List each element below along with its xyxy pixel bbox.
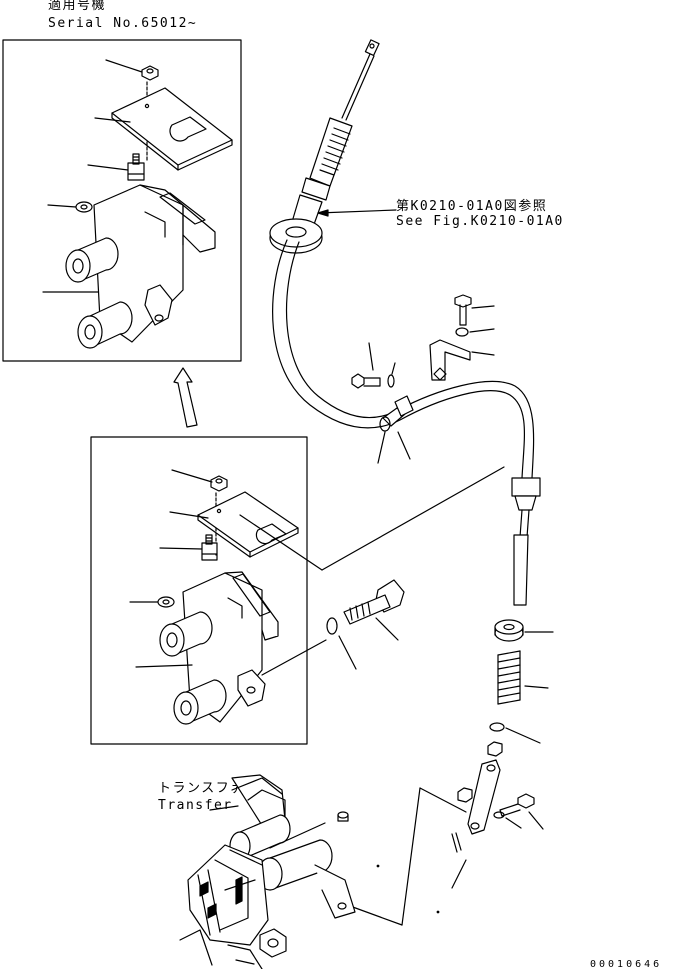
plate-icon [111,87,233,171]
washer-icon [455,327,469,337]
bolt-icon [499,793,535,817]
long-bolt-icon [343,579,405,625]
clamp-tab-icon [144,284,173,326]
lever-icon [467,759,501,835]
washer-icon [157,596,175,608]
cylinder-icon [77,301,133,349]
nut-icon [210,475,228,492]
nut-icon [487,741,503,757]
control-cable [269,39,541,606]
serial-number-label: Serial No.65012~ [48,16,198,31]
bracket-icon [429,339,471,381]
nut-icon [457,787,473,803]
grommet-icon [269,218,323,254]
cotter-pin-icon [451,832,462,853]
transfer-label-jp: トランスファ [158,781,245,796]
washer-icon [489,722,505,732]
inset-frame-lower [90,436,308,745]
stud-icon [127,153,145,181]
cable-clamp-icon [379,395,414,432]
stud-icon [201,534,218,561]
spring-icon [497,650,521,705]
lever-assembly [349,759,544,926]
right-parts [487,619,554,757]
cylinder-icon [173,679,227,725]
bolt-icon [351,373,381,389]
cylinder-icon [65,237,119,283]
inset-frame-upper [2,39,242,362]
reference-label-jp: 第K0210-01A0図参照 [396,199,548,214]
rod-end-icon [364,39,380,57]
lower-inset-assembly [129,469,299,725]
washer-icon [387,374,395,388]
clamp-tab-icon [237,669,266,707]
washer-icon [493,811,505,819]
nut-icon [141,65,159,81]
bolt-icon [454,294,472,326]
upper-inset-assembly [42,59,233,349]
up-arrow-icon [173,367,198,428]
applicable-model-label: 適用号機 [48,0,107,13]
cable-bracket-assembly [351,294,495,464]
cylinder-icon [159,611,213,657]
transfer-housing [179,774,356,969]
reference-label-en: See Fig.K0210-01A0 [396,214,564,229]
bushing-icon [494,619,524,642]
washer-icon [75,201,93,213]
reference-leader [317,209,397,214]
clevis-pin-icon [337,811,349,822]
washer-icon [326,617,338,635]
figure-code: 00010646 [590,959,663,970]
